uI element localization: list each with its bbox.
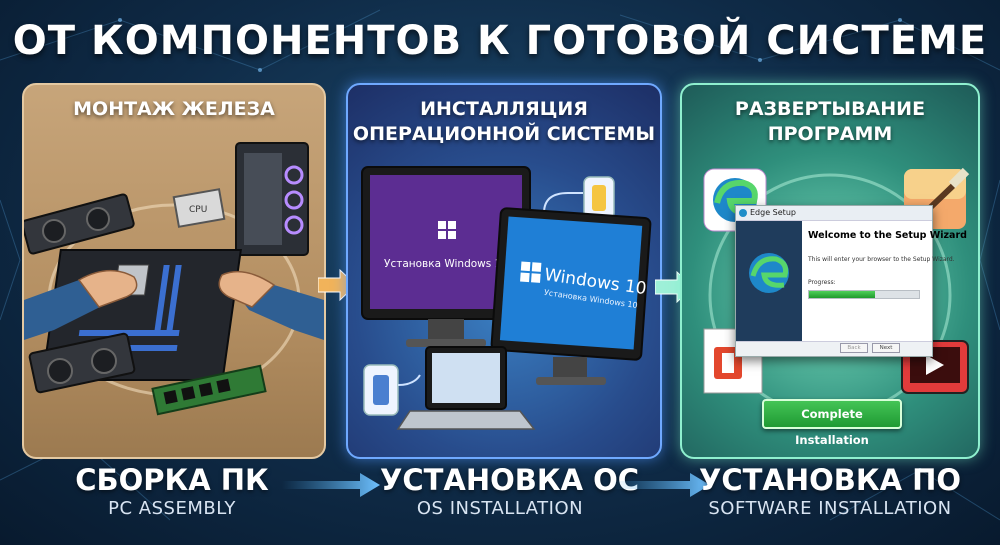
os-panel-title-line: ИНСТАЛЛЯЦИЯ: [420, 98, 588, 120]
paint-app-icon: [904, 167, 970, 229]
arrow-right-icon: [612, 473, 710, 497]
setup-wizard-window: Edge Setup Welcome to the Setup Wizard T…: [735, 205, 967, 357]
step-subtitle: PC ASSEMBLY: [108, 498, 236, 519]
wizard-progress-bar: [808, 290, 920, 299]
os-panel-title: ИНСТАЛЛЯЦИЯ ОПЕРАЦИОННОЙ СИСТЕМЫ: [348, 97, 660, 147]
monitor-icon: [361, 166, 531, 347]
wizard-footer: Back Next: [736, 341, 932, 356]
wizard-window-title: Edge Setup: [750, 208, 796, 217]
hardware-panel: МОНТАЖ ЖЕЛЕЗА CPU: [22, 83, 326, 459]
windows-11-logo-icon: [438, 221, 456, 239]
step-pc-assembly: СБОРКА ПК PC ASSEMBLY: [62, 462, 282, 520]
os-panel: ИНСТАЛЛЯЦИЯ ОПЕРАЦИОННОЙ СИСТЕМЫ Установ…: [346, 83, 662, 459]
software-panel-title-line: ПРОГРАММ: [767, 123, 893, 145]
cpu-label: CPU: [189, 205, 207, 215]
os-panel-title-line: ОПЕРАЦИОННОЙ СИСТЕМЫ: [352, 123, 656, 145]
wizard-titlebar: Edge Setup: [736, 206, 932, 221]
wizard-progress-fill: [809, 291, 875, 298]
step-title: СБОРКА ПК: [75, 463, 269, 497]
monitor-icon: [490, 207, 652, 385]
step-subtitle: OS INSTALLATION: [416, 498, 584, 519]
step-subtitle: SOFTWARE INSTALLATION: [708, 498, 952, 519]
step-os-installation: УСТАНОВКА ОС OS INSTALLATION: [380, 462, 640, 520]
usb-drive-icon: [363, 364, 421, 416]
os-illustration: Установка Windows 11 Windows 10 Установк…: [361, 166, 652, 430]
wizard-heading: Welcome to the Setup Wizard: [808, 230, 967, 241]
hands-icon: [24, 270, 324, 340]
win11-install-text: Установка Windows 11: [384, 258, 508, 270]
edge-browser-icon: [749, 253, 789, 293]
graphics-card-icon: [28, 332, 136, 394]
laptop-icon: [396, 346, 536, 430]
next-button[interactable]: Next: [872, 343, 900, 353]
complete-installation-button[interactable]: Complete Installation: [762, 399, 902, 447]
back-button[interactable]: Back: [840, 343, 868, 353]
hardware-panel-title: МОНТАЖ ЖЕЛЕЗА: [24, 97, 324, 122]
edge-small-icon: [739, 209, 747, 217]
step-title: УСТАНОВКА ПО: [698, 463, 962, 497]
windows-10-logo-icon: [520, 261, 542, 283]
software-panel-title: РАЗВЕРТЫВАНИЕ ПРОГРАММ: [682, 97, 978, 147]
cpu-chip-icon: CPU: [172, 188, 226, 228]
main-title: ОТ КОМПОНЕНТОВ К ГОТОВОЙ СИСТЕМЕ: [12, 18, 988, 64]
wizard-description: This will enter your browser to the Setu…: [808, 256, 955, 263]
usb-drive-icon: [543, 176, 615, 220]
ram-module-icon: [151, 364, 267, 416]
wizard-progress-label: Progress:: [808, 279, 836, 286]
software-panel: РАЗВЕРТЫВАНИЕ ПРОГРАММ: [680, 83, 980, 459]
step-title: УСТАНОВКА ОС: [380, 463, 640, 497]
software-panel-title-line: РАЗВЕРТЫВАНИЕ: [734, 98, 926, 120]
hardware-illustration: CPU: [24, 142, 324, 416]
hardware-panel-title-line: МОНТАЖ ЖЕЛЕЗА: [73, 98, 275, 120]
pc-case-icon: [235, 142, 309, 256]
arrow-right-icon: [282, 473, 380, 497]
graphics-card-icon: [24, 193, 135, 255]
wizard-side-banner: [736, 221, 802, 341]
step-software-installation: УСТАНОВКА ПО SOFTWARE INSTALLATION: [685, 462, 975, 520]
